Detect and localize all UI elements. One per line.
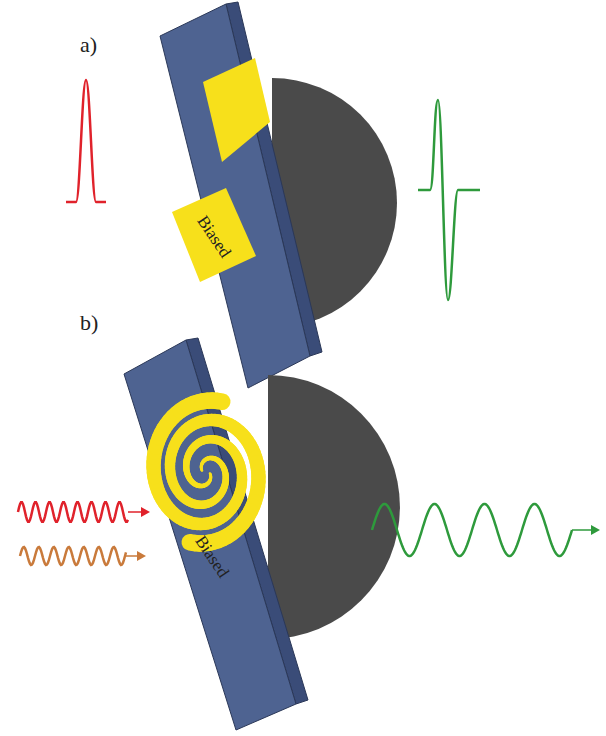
arrowhead — [137, 551, 146, 561]
electrode — [203, 58, 270, 162]
wave — [372, 504, 572, 556]
electrode — [172, 188, 256, 282]
spiral-arm — [217, 393, 222, 410]
arrowhead — [591, 525, 600, 535]
spiral-antenna — [154, 401, 259, 544]
arrowhead — [141, 507, 150, 517]
substrate — [160, 4, 310, 388]
thz-pulse — [418, 100, 480, 300]
substrate — [124, 340, 296, 730]
wave — [20, 547, 126, 565]
spiral-arm — [208, 479, 212, 483]
wave-arrow — [572, 529, 594, 531]
panel-label: b) — [80, 312, 98, 334]
optical-pulse — [66, 80, 106, 202]
wave — [18, 502, 128, 521]
panel-label: a) — [80, 34, 97, 56]
waves — [18, 502, 600, 565]
spiral-arm — [200, 461, 204, 465]
